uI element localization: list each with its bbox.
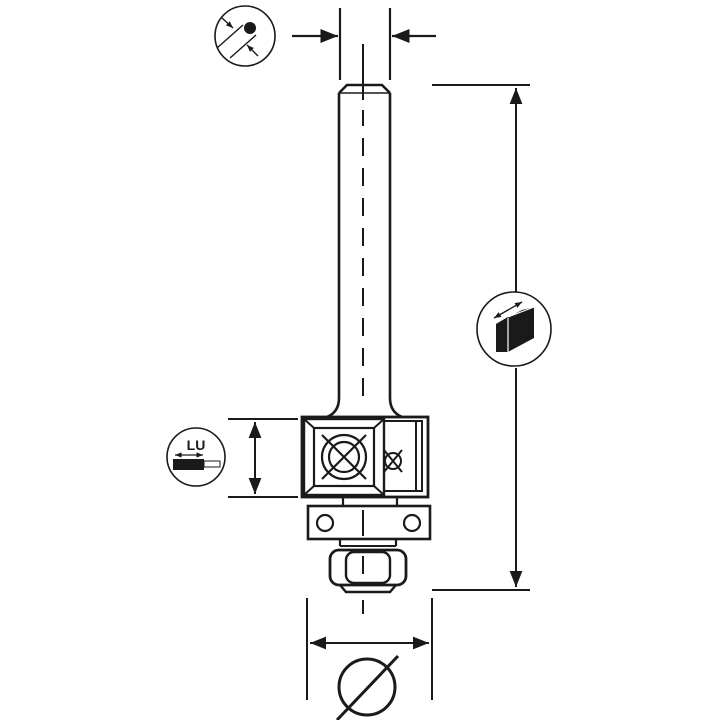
lu-label: LU [187, 437, 206, 453]
shank [326, 83, 403, 419]
cutting-length-icon: LU [166, 427, 226, 487]
cutting-diameter-dimension [306, 598, 433, 700]
cutter-body [300, 415, 430, 499]
insert-screw-icon [320, 433, 368, 481]
nut [328, 539, 408, 594]
total-length-icon [476, 291, 552, 367]
diameter-symbol-icon [335, 654, 400, 720]
bearing [306, 504, 432, 541]
cutting-length-dimension [228, 418, 298, 498]
neck [341, 497, 399, 506]
side-insert-screw-icon [383, 449, 403, 473]
shank-diameter-icon [214, 5, 276, 67]
shank-diameter-dimension [292, 8, 436, 80]
total-length-dimension [432, 84, 530, 591]
